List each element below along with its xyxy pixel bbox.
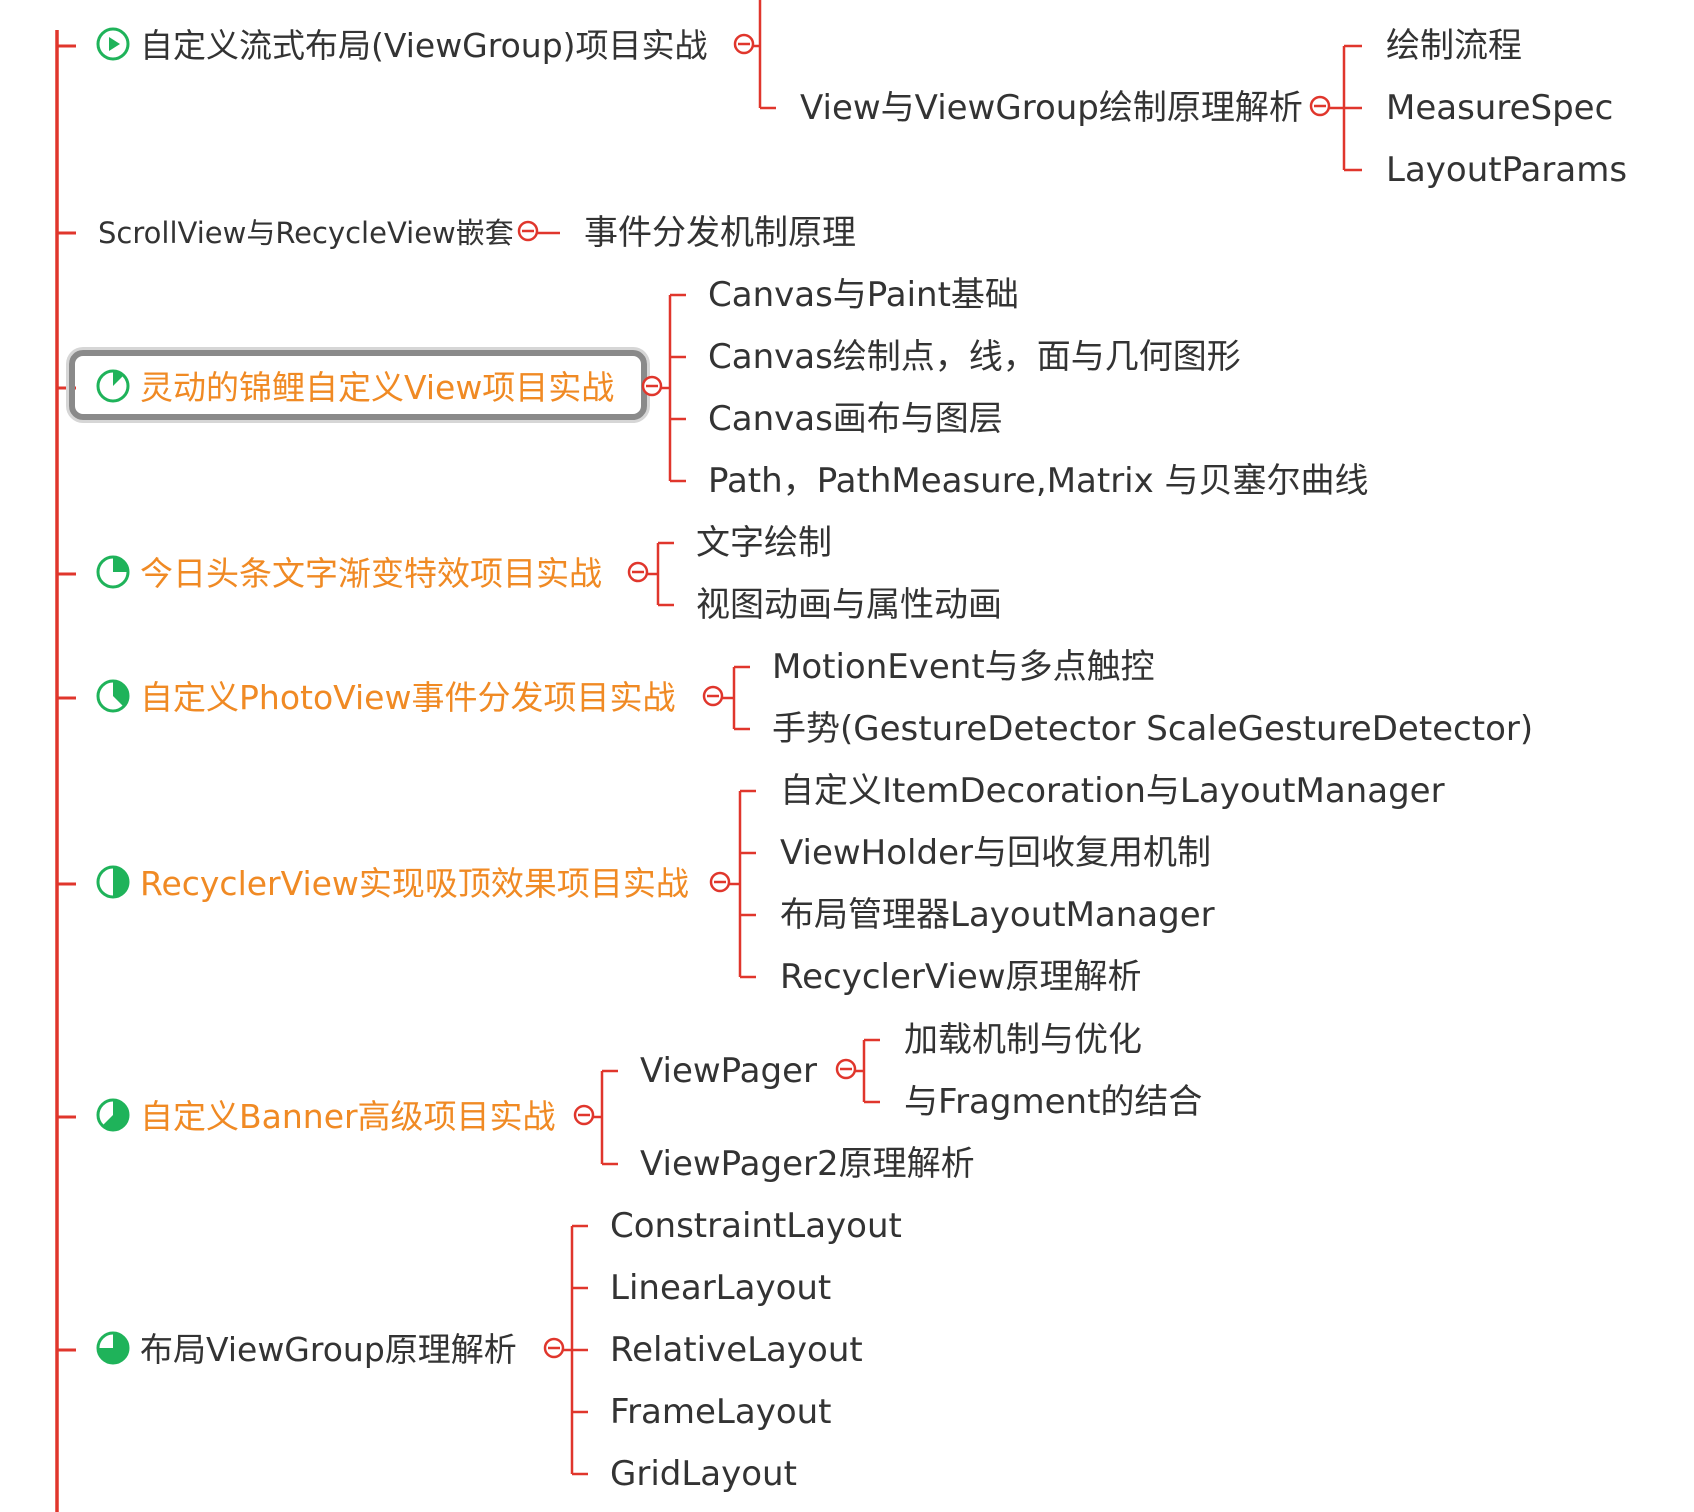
leaf-constraint-layout[interactable]: ConstraintLayout — [610, 1206, 902, 1246]
leaf-relative-layout[interactable]: RelativeLayout — [610, 1330, 863, 1370]
topic-text-gradient[interactable]: 今日头条文字渐变特效项目实战 — [140, 554, 602, 593]
leaf-draw-flow[interactable]: 绘制流程 — [1386, 26, 1522, 66]
leaf-canvas-shapes[interactable]: Canvas绘制点，线，面与几何图形 — [708, 337, 1241, 377]
leaf-item-decoration[interactable]: 自定义ItemDecoration与LayoutManager — [780, 771, 1445, 811]
leaf-linear-layout[interactable]: LinearLayout — [610, 1268, 832, 1308]
leaf-viewholder[interactable]: ViewHolder与回收复用机制 — [780, 833, 1211, 873]
play-circle-icon[interactable] — [95, 26, 131, 66]
topic-flow-layout[interactable]: 自定义流式布局(ViewGroup)项目实战 — [140, 26, 708, 65]
leaf-layout-manager[interactable]: 布局管理器LayoutManager — [780, 895, 1215, 935]
leaf-canvas-layers[interactable]: Canvas画布与图层 — [708, 399, 1003, 439]
leaf-grid-layout[interactable]: GridLayout — [610, 1454, 797, 1494]
progress-pie-icon[interactable] — [95, 1330, 131, 1370]
leaf-viewpager2[interactable]: ViewPager2原理解析 — [640, 1144, 975, 1184]
collapse-toggle-icon[interactable] — [832, 1055, 860, 1087]
collapse-toggle-icon[interactable] — [638, 372, 666, 404]
collapse-toggle-icon[interactable] — [624, 558, 652, 590]
leaf-loading-mechanism[interactable]: 加载机制与优化 — [904, 1020, 1142, 1060]
collapse-toggle-icon[interactable] — [514, 217, 542, 249]
collapse-toggle-icon[interactable] — [570, 1101, 598, 1133]
leaf-recyclerview-principle[interactable]: RecyclerView原理解析 — [780, 957, 1142, 997]
leaf-frame-layout[interactable]: FrameLayout — [610, 1392, 832, 1432]
topic-banner[interactable]: 自定义Banner高级项目实战 — [140, 1097, 556, 1136]
leaf-animation[interactable]: 视图动画与属性动画 — [696, 585, 1002, 625]
topic-recyclerview-sticky[interactable]: RecyclerView实现吸顶效果项目实战 — [140, 864, 689, 903]
collapse-toggle-icon[interactable] — [699, 682, 727, 714]
topic-viewgroup-layouts[interactable]: 布局ViewGroup原理解析 — [140, 1330, 517, 1369]
progress-pie-icon[interactable] — [95, 368, 131, 408]
leaf-fragment[interactable]: 与Fragment的结合 — [904, 1082, 1203, 1122]
leaf-text-draw[interactable]: 文字绘制 — [696, 523, 832, 563]
topic-koi-custom-view[interactable]: 灵动的锦鲤自定义View项目实战 — [140, 368, 615, 407]
subtopic-viewpager[interactable]: ViewPager — [640, 1051, 817, 1091]
leaf-layout-params[interactable]: LayoutParams — [1386, 150, 1628, 190]
topic-photoview[interactable]: 自定义PhotoView事件分发项目实战 — [140, 678, 676, 717]
collapse-toggle-icon[interactable] — [540, 1334, 568, 1366]
leaf-path-bezier[interactable]: Path，PathMeasure,Matrix 与贝塞尔曲线 — [708, 461, 1369, 501]
progress-pie-icon[interactable] — [95, 678, 131, 718]
progress-pie-icon[interactable] — [95, 1097, 131, 1137]
leaf-motion-event[interactable]: MotionEvent与多点触控 — [772, 647, 1155, 687]
leaf-event-dispatch[interactable]: 事件分发机制原理 — [584, 213, 856, 253]
subtopic-view-draw-principle[interactable]: View与ViewGroup绘制原理解析 — [800, 88, 1303, 128]
collapse-toggle-icon[interactable] — [730, 30, 758, 62]
leaf-canvas-paint[interactable]: Canvas与Paint基础 — [708, 275, 1019, 315]
collapse-toggle-icon[interactable] — [1306, 92, 1334, 124]
leaf-gesture[interactable]: 手势(GestureDetector ScaleGestureDetector) — [772, 709, 1534, 749]
topic-scrollview-nesting[interactable]: ScrollView与RecycleView嵌套 — [98, 216, 514, 250]
progress-pie-icon[interactable] — [95, 554, 131, 594]
progress-pie-icon[interactable] — [95, 864, 131, 904]
collapse-toggle-icon[interactable] — [706, 868, 734, 900]
leaf-measure-spec[interactable]: MeasureSpec — [1386, 88, 1614, 128]
